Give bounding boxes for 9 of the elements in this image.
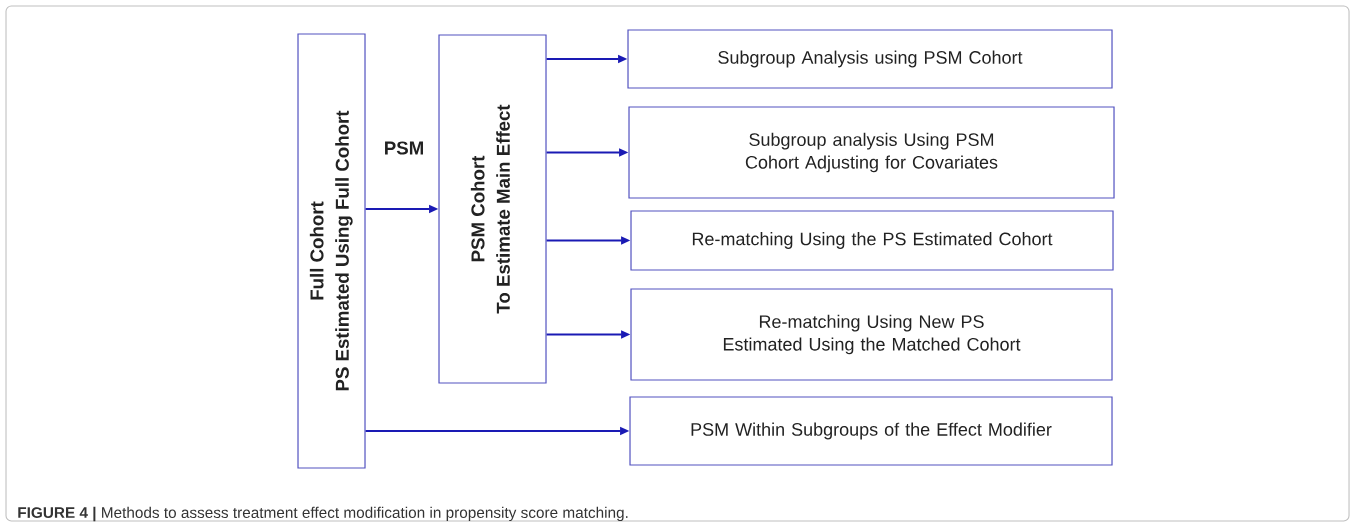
cohort-box: PSM Cohort To Estimate Main Effect — [438, 34, 547, 384]
method-box: Subgroup Analysis using PSM Cohort — [627, 29, 1113, 89]
method-box: PSM Within Subgroups of the Effect Modifier — [629, 396, 1113, 466]
method-box: Subgroup analysis Using PSM Cohort Adjusting for Covariates — [628, 106, 1115, 199]
caption: FIGURE 4 | Methods to assess treatment effect modification in propensity score matching. — [18, 506, 628, 522]
cohort-box: Full Cohort PS Estimated Using Full Cohort — [297, 33, 366, 469]
method-box: Re-matching Using the PS Estimated Cohort — [630, 210, 1114, 271]
method-box: Re-matching Using New PS Estimated Using the Matched Cohort — [630, 288, 1113, 381]
edge-label: PSM — [382, 140, 426, 156]
